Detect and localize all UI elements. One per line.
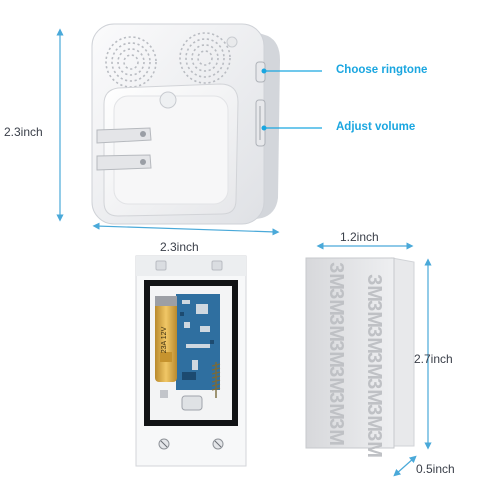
transmitter-depth-dimension <box>393 455 417 477</box>
antenna-coil-icon <box>211 362 221 398</box>
callout-lines <box>261 68 322 131</box>
tape-logo-mark: 3M <box>363 274 385 302</box>
tape-logo-mark: 3M <box>363 326 385 354</box>
tape-logo-mark: 3M <box>325 366 347 394</box>
tape-logo-mark: 3M <box>325 262 347 290</box>
transmitter-width-label: 1.2inch <box>340 230 379 244</box>
receiver-height-label: 2.3inch <box>4 125 43 139</box>
transmitter-open: 23A 12V <box>135 255 247 467</box>
plug-prongs-icon <box>96 127 152 171</box>
tape-logo-mark: 3M <box>325 418 347 446</box>
tape-logo-mark: 3M <box>363 352 385 380</box>
tape-logo-mark: 3M <box>363 300 385 328</box>
tape-logo-mark: 3M <box>325 314 347 342</box>
indicator-light-icon <box>226 36 238 48</box>
speaker-grille-right-icon <box>179 32 231 84</box>
logo-mark-icon <box>159 91 177 109</box>
adhesive-tape <box>305 257 395 449</box>
choose-ringtone-label: Choose ringtone <box>336 64 428 76</box>
transmitter-depth-label: 0.5inch <box>416 462 455 476</box>
receiver-unit <box>91 23 280 225</box>
tape-logo-mark: 3M <box>363 378 385 406</box>
tape-logo-mark: 3M <box>363 430 385 458</box>
adjust-volume-label: Adjust volume <box>336 121 416 133</box>
receiver-width-dimension <box>92 222 280 236</box>
tape-logo-mark: 3M <box>325 392 347 420</box>
transmitter-height-label: 2.7inch <box>414 352 453 366</box>
battery-label: 23A 12V <box>161 326 168 353</box>
tape-logo-mark: 3M <box>325 288 347 316</box>
receiver-width-label: 2.3inch <box>160 240 199 254</box>
tape-logo-mark: 3M <box>325 340 347 368</box>
tape-logo-mark: 3M <box>363 404 385 432</box>
plug-plate <box>96 83 239 217</box>
battery: 23A 12V <box>155 296 177 382</box>
